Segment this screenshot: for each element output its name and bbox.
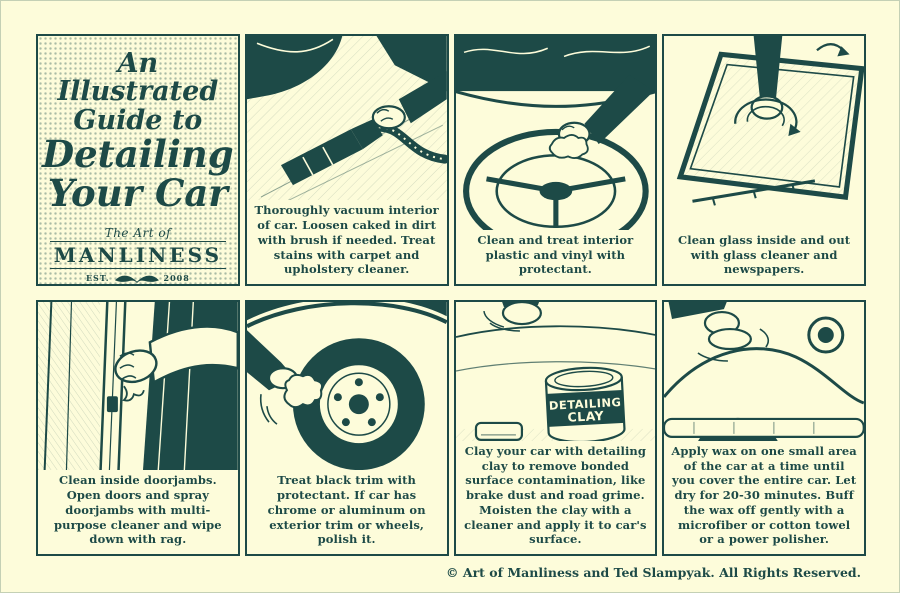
glass-cleaning-illustration: [677, 36, 864, 206]
detailing-clay-illustration: DETAILING CLAY: [455, 302, 656, 441]
panel-wax-caption: Apply wax on one small area of the car a…: [671, 443, 857, 547]
title-line-1: An Illustrated: [57, 48, 219, 108]
panel-glass-caption: Clean glass inside and out with glass cl…: [678, 232, 851, 277]
panel-interior-vinyl-art: [455, 36, 656, 230]
copyright-text: © Art of Manliness and Ted Slampyak. All…: [446, 565, 861, 580]
vacuum-interior-illustration: [246, 36, 447, 201]
clay-can-label-line2: CLAY: [567, 408, 605, 425]
panel-doorjambs: Clean inside doorjambs. Open doors and s…: [36, 300, 240, 556]
title-line-2: Guide to: [73, 104, 203, 136]
logo-tagline: The Art of: [104, 225, 172, 240]
logo-name: MANLINESS: [49, 240, 227, 269]
panel-vacuum-caption: Thoroughly vacuum interior of car. Loose…: [254, 203, 439, 277]
panel-clay-caption: Clay your car with detailing clay to rem…: [464, 443, 647, 547]
waxing-illustration: [664, 302, 864, 441]
panel-glass-art: [664, 36, 864, 230]
panel-glass: Clean glass inside and out with glass cl…: [662, 34, 866, 286]
art-of-manliness-logo: The Art of MANLINESS EST. 2008: [49, 225, 227, 284]
panel-vacuum: Thoroughly vacuum interior of car. Loose…: [244, 34, 449, 286]
title-line-4: Your Car: [47, 170, 228, 215]
logo-year-label: 2008: [163, 272, 190, 283]
panel-trim-wheels-art: [246, 302, 447, 471]
panel-interior-vinyl-caption: Clean and treat interior plastic and vin…: [477, 232, 634, 277]
wheel-polishing-illustration: [246, 302, 447, 471]
panel-clay: DETAILING CLAY Clay your car with detail…: [453, 300, 658, 556]
panel-trim-wheels: Treat black trim with protectant. If car…: [244, 300, 449, 556]
mustache-icon: [114, 275, 159, 283]
panel-clay-art: DETAILING CLAY: [455, 302, 656, 441]
panel-wax: Apply wax on one small area of the car a…: [662, 300, 866, 556]
panel-doorjambs-caption: Clean inside doorjambs. Open doors and s…: [54, 473, 222, 547]
panel-grid: An Illustrated Guide to Detailing Your C…: [36, 34, 866, 556]
doorjamb-cleaning-illustration: [38, 302, 238, 471]
logo-est-label: EST.: [85, 272, 110, 283]
clay-can-label-line1: DETAILING: [548, 395, 621, 413]
title-line-3: Detailing: [42, 132, 234, 177]
panel-wax-art: [664, 302, 864, 441]
panel-trim-wheels-caption: Treat black trim with protectant. If car…: [267, 473, 426, 547]
logo-est-row: EST. 2008: [50, 271, 226, 284]
panel-vacuum-art: [246, 36, 447, 201]
title-panel: An Illustrated Guide to Detailing Your C…: [36, 34, 240, 286]
panel-interior-vinyl: Clean and treat interior plastic and vin…: [453, 34, 658, 286]
panel-doorjambs-art: [38, 302, 238, 471]
dashboard-cleaning-illustration: [455, 36, 656, 230]
